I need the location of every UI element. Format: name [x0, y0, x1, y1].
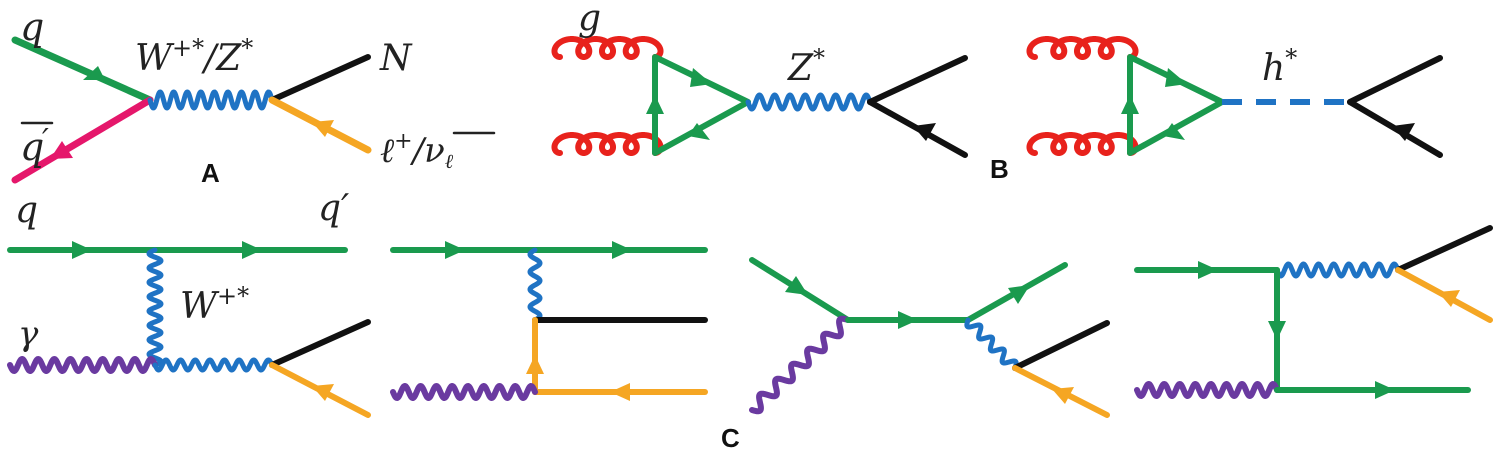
c4-w-line	[1274, 261, 1401, 279]
b1-arrow	[913, 123, 936, 141]
panel-b: g Z* h* B	[551, 0, 1443, 184]
label-z-star: Z*	[787, 44, 825, 89]
quark-incoming-line	[11, 36, 154, 104]
label-gamma: γ	[18, 314, 39, 354]
antiquark-line	[11, 96, 154, 184]
label-q-bar-prime: ′	[42, 123, 49, 158]
label-q: q	[20, 5, 44, 49]
c3-quark-arrow-in	[785, 276, 808, 295]
label-n: N	[379, 38, 413, 79]
z-boson-line	[745, 92, 873, 112]
loop2-arrow-bottom	[1163, 123, 1185, 140]
c2-photon-line	[390, 383, 538, 401]
c2-w-vertical	[527, 247, 543, 323]
c4-quark-arrow-vertical	[1268, 321, 1286, 340]
c4-lepton-arrow	[1438, 290, 1460, 307]
panel-a: q q ′ W+*/Z* N ℓ+/νℓ A	[11, 5, 496, 188]
quark-loop-triangle	[652, 54, 751, 156]
c3-quark-arrow-out	[1008, 285, 1030, 304]
c3-lepton-arrow	[1052, 387, 1074, 404]
label-w-z-boson: W+*/Z*	[135, 34, 253, 79]
gluon-top-line	[551, 36, 664, 60]
label-q-bar: q	[20, 125, 44, 169]
panel-c: q q′ γ W+*	[7, 188, 1493, 453]
loop-arrow-bottom	[688, 123, 710, 140]
gluon-bottom-line	[551, 132, 664, 156]
c1-w-vertical	[146, 247, 164, 368]
panel-label-a: A	[201, 158, 220, 188]
c1-photon-line	[7, 356, 158, 374]
label-c-q: q	[15, 190, 38, 231]
c2-quark-arrow-right	[612, 241, 632, 259]
loop-arrow-left	[646, 95, 664, 114]
w-z-boson-line	[147, 89, 275, 111]
c1-quark-arrow-right	[242, 241, 262, 259]
b1-out-top	[867, 55, 968, 105]
b2-arrow	[1392, 123, 1415, 141]
label-g: g	[578, 0, 601, 39]
c3-w-line	[964, 317, 1019, 371]
c2-lepton-arrow-vertical	[526, 355, 544, 374]
c1-w-horizontal	[152, 357, 275, 373]
label-c-w: W+*	[180, 282, 249, 327]
quark-arrow	[83, 66, 105, 80]
loop2-arrow-left	[1121, 95, 1139, 114]
c1-lepton-arrow	[312, 384, 334, 401]
label-c-q-prime: q′	[318, 188, 349, 229]
loop-arrow-top	[690, 68, 712, 87]
panel-label-c: C	[721, 423, 740, 453]
c4-out-top	[1395, 225, 1493, 273]
c3-photon-line	[749, 315, 851, 415]
lepton-arrow	[312, 120, 334, 137]
c4-quark-arrow-out	[1375, 381, 1395, 399]
n-outgoing-line	[269, 54, 371, 103]
c1-quark-arrow-left	[72, 241, 92, 259]
panel-label-b: B	[990, 154, 1009, 184]
label-h-star: h*	[1262, 44, 1297, 89]
gluon-top-line-2	[1026, 36, 1139, 60]
b2-out-top	[1347, 55, 1443, 105]
gluon-bottom-line-2	[1026, 132, 1139, 156]
c3-quark-arrow-mid	[898, 311, 918, 329]
c2-lepton-arrow-horizontal	[610, 383, 630, 401]
label-lepton-neutrino: ℓ+/νℓ	[380, 129, 454, 173]
loop2-arrow-top	[1165, 68, 1187, 87]
c4-photon-line	[1134, 381, 1280, 399]
c3-out-top	[1012, 320, 1110, 371]
c2-quark-arrow-left	[445, 241, 465, 259]
antiquark-arrow	[50, 141, 73, 159]
c4-quark-arrow-in	[1198, 261, 1218, 279]
quark-loop-triangle-2	[1127, 54, 1225, 156]
c1-out-top	[269, 319, 371, 368]
